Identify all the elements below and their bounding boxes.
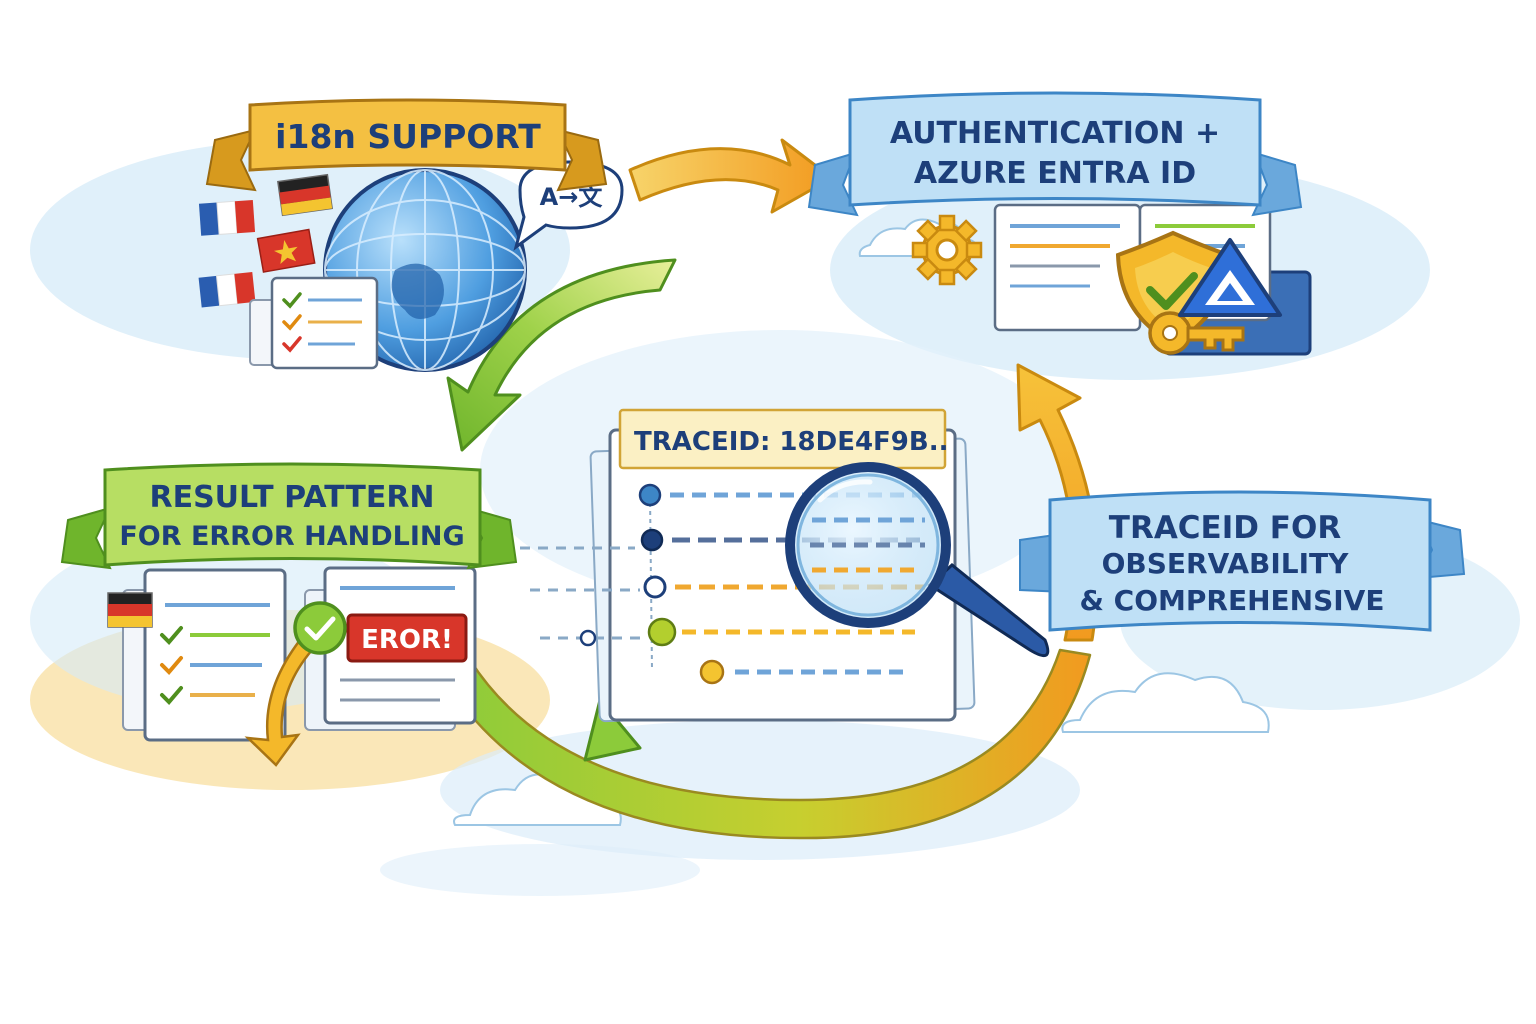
observability-banner-line-1: TRACEID FOR — [1109, 510, 1342, 546]
check-icon — [282, 314, 302, 331]
arrow-bottom-sweep — [443, 648, 1092, 840]
check-icon — [282, 292, 302, 309]
error-badge-text: EROR! — [361, 625, 453, 655]
result-section: EROR! RESULT PATTERN FOR ERROR HANDLING — [60, 462, 518, 767]
auth-banner-line-2: AZURE ENTRA ID — [914, 156, 1196, 191]
check-icon — [160, 686, 183, 705]
result-banner: RESULT PATTERN FOR ERROR HANDLING — [60, 462, 518, 570]
i18n-banner: i18n SUPPORT — [205, 98, 608, 192]
observability-section: TRACEID FOR OBSERVABILITY & COMPREHENSIV… — [1019, 490, 1466, 632]
result-banner-line-1: RESULT PATTERN — [149, 480, 434, 515]
i18n-banner-title: i18n SUPPORT — [275, 117, 541, 156]
trace-section: TRACEID: 18DE4F9B.. — [520, 408, 1050, 723]
magnifier-icon — [785, 462, 1050, 658]
i18n-section: A→文 i18n SUPPORT — [198, 98, 624, 372]
azure-entra-logo-icon — [1178, 238, 1282, 317]
flag-germany-icon — [277, 173, 333, 217]
result-banner-line-2: FOR ERROR HANDLING — [119, 521, 464, 552]
key-icon — [1148, 311, 1245, 355]
arrow-to-result — [446, 258, 677, 452]
check-icon — [282, 336, 302, 353]
checklist-document — [249, 276, 379, 370]
flag-vietnam-icon — [256, 228, 316, 273]
check-circle-icon — [293, 601, 347, 655]
error-badge: EROR! — [346, 613, 468, 663]
trace-id-header: TRACEID: 18DE4F9B.. — [634, 427, 948, 457]
auth-section: AUTHENTICATION + AZURE ENTRA ID — [807, 91, 1312, 356]
flag-germany-icon — [107, 592, 153, 628]
cloud-icon — [1061, 672, 1270, 733]
flag-france-icon — [198, 272, 256, 308]
trace-node-icon — [640, 528, 664, 552]
trace-node-icon — [643, 575, 667, 599]
auth-banner-line-1: AUTHENTICATION + — [890, 116, 1220, 151]
check-icon — [160, 626, 183, 645]
result-document-left — [143, 568, 287, 742]
flag-france-icon — [198, 200, 256, 236]
observability-banner-line-2: OBSERVABILITY — [1102, 547, 1350, 580]
trace-timeline — [520, 483, 930, 685]
check-icon — [160, 656, 183, 675]
trace-node-icon — [647, 617, 677, 647]
trace-node-icon — [699, 659, 725, 685]
gear-icon — [911, 214, 983, 286]
observability-banner — [1048, 490, 1432, 632]
auth-banner: AUTHENTICATION + AZURE ENTRA ID — [807, 91, 1303, 217]
arrow-i18n-to-auth — [628, 138, 834, 214]
result-curve-arrow — [244, 638, 314, 767]
observability-banner-line-3: & COMPREHENSIVE — [1080, 584, 1385, 617]
trace-node-icon — [638, 483, 662, 507]
auth-document-left — [993, 203, 1142, 332]
